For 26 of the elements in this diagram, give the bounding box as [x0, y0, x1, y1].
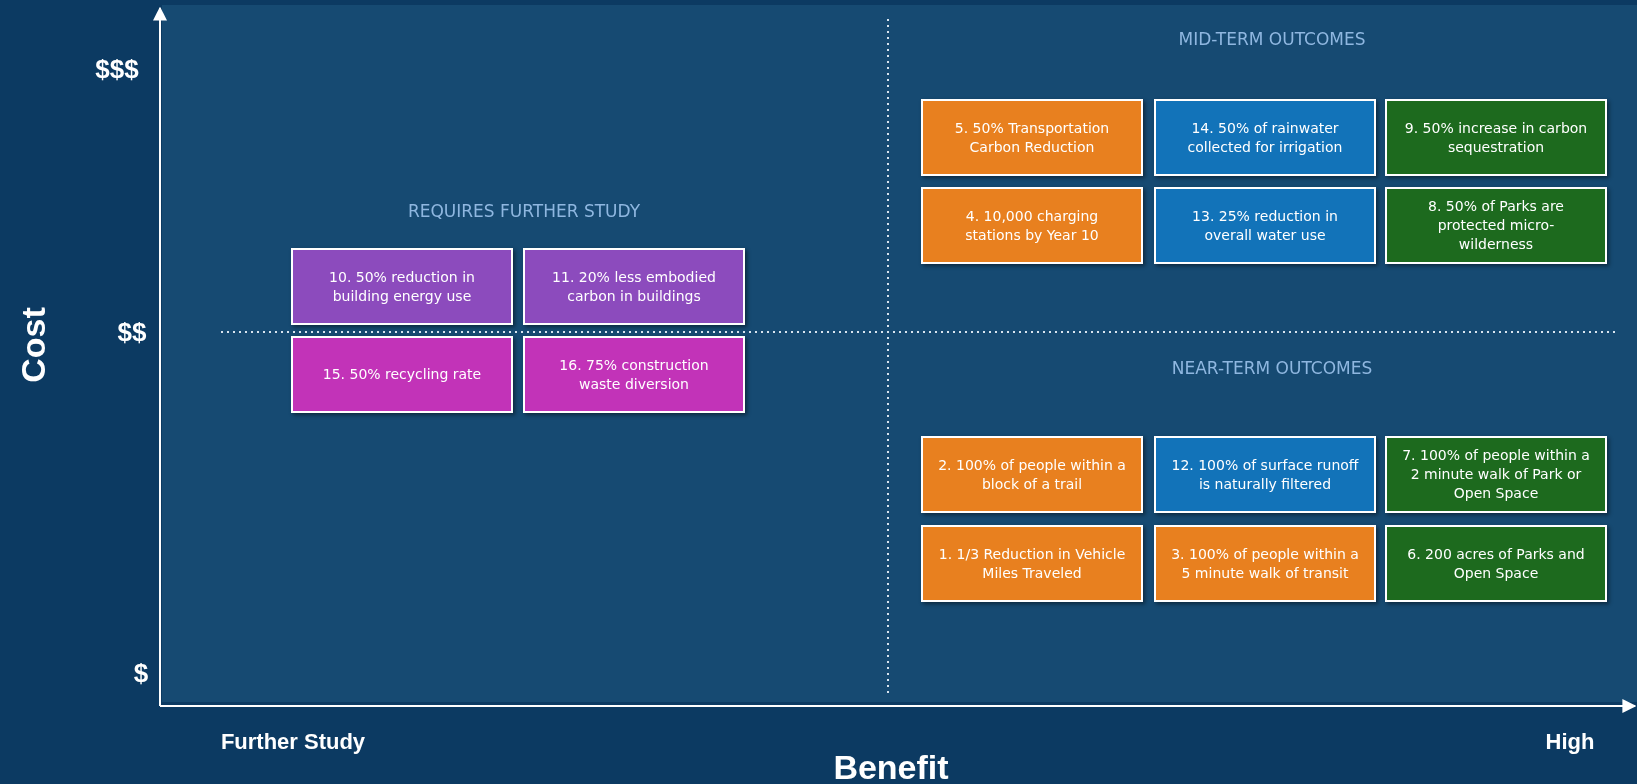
outcome-box: 4. 10,000 charging stations by Year 10: [921, 187, 1143, 264]
outcome-box: 3. 100% of people within a 5 minute walk of transit: [1154, 525, 1376, 602]
section-heading: REQUIRES FURTHER STUDY: [407, 201, 641, 221]
axis-label: $$: [117, 316, 147, 348]
section-heading: NEAR-TERM OUTCOMES: [1171, 358, 1373, 378]
outcome-box: 16. 75% construction waste diversion: [523, 336, 745, 413]
axis-label: High: [1545, 729, 1595, 755]
outcome-box: 1. 1/3 Reduction in Vehicle Miles Traveled: [921, 525, 1143, 602]
outcome-box: 2. 100% of people within a block of a trail: [921, 436, 1143, 513]
section-heading: MID-TERM OUTCOMES: [1178, 29, 1366, 49]
outcome-box: 6. 200 acres of Parks and Open Space: [1385, 525, 1607, 602]
axis-label: Benefit: [833, 747, 949, 784]
axis-label: Cost: [13, 307, 53, 383]
outcome-box: 5. 50% Transportation Carbon Reduction: [921, 99, 1143, 176]
outcome-box: 11. 20% less embodied carbon in buildings: [523, 248, 745, 325]
axis-label: $: [133, 657, 149, 689]
outcome-box: 14. 50% of rainwater collected for irrigation: [1154, 99, 1376, 176]
outcome-box: 8. 50% of Parks are protected micro-wilderness: [1385, 187, 1607, 264]
outcome-box: 12. 100% of surface runoff is naturally filtered: [1154, 436, 1376, 513]
axis-label: $$$: [95, 53, 139, 85]
axis-label: Further Study: [220, 729, 366, 755]
outcome-box: 7. 100% of people within a 2 minute walk of Park or Open Space: [1385, 436, 1607, 513]
outcome-box: 9. 50% increase in carbon sequestration: [1385, 99, 1607, 176]
outcome-box: 13. 25% reduction in overall water use: [1154, 187, 1376, 264]
outcome-box: 10. 50% reduction in building energy use: [291, 248, 513, 325]
outcome-box: 15. 50% recycling rate: [291, 336, 513, 413]
